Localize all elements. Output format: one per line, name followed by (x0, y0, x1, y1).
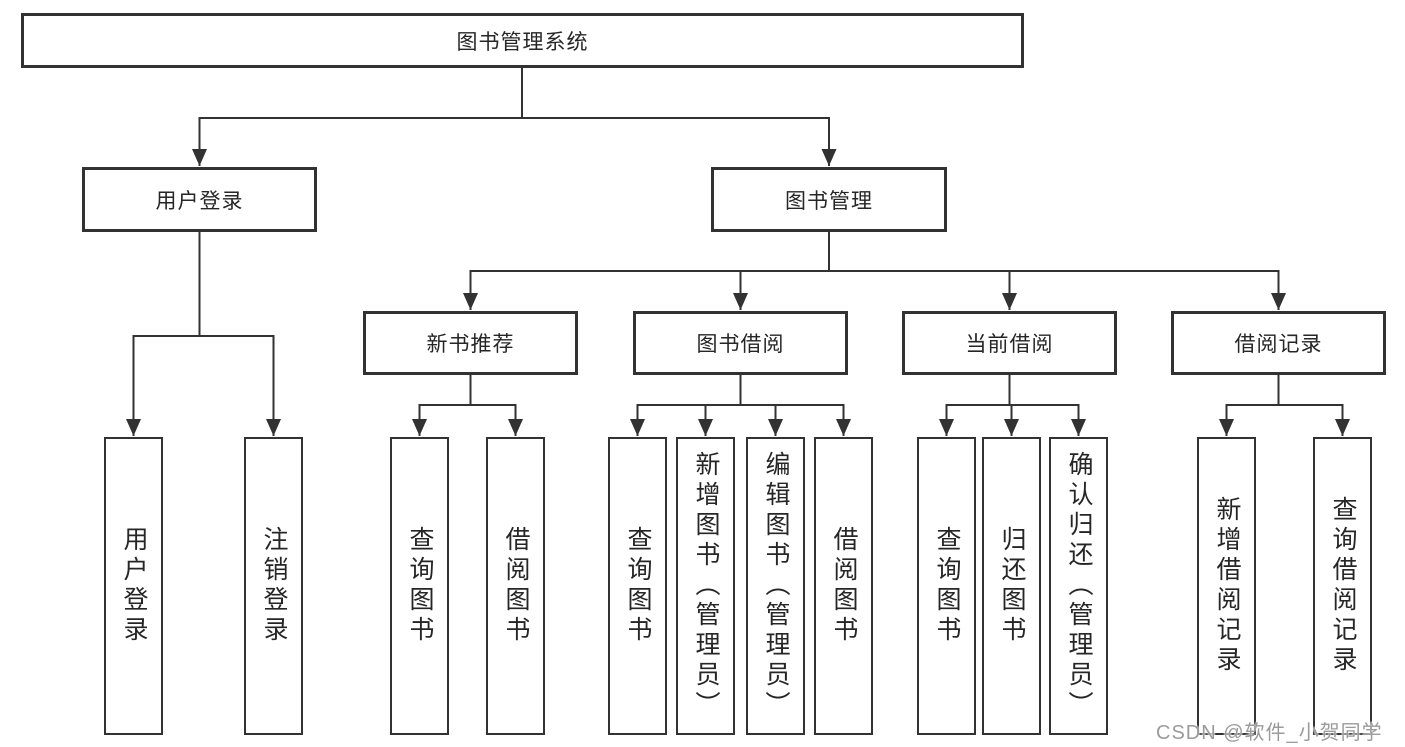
leaf-query-books-recommend: 查询图书 (390, 437, 449, 735)
leaf-query-books-current: 查询图书 (917, 437, 976, 735)
connector-new-book-rail (418, 375, 517, 406)
connector-book-mgmt-rail (469, 232, 1280, 272)
connector-user-login-rail (132, 232, 275, 337)
node-label: 图书管理系统 (456, 30, 589, 54)
leaf-query-borrow-record: 查询借阅记录 (1313, 437, 1372, 735)
node-borrow-records: 借阅记录 (1171, 311, 1386, 375)
node-label: 当前借阅 (965, 333, 1054, 356)
node-book-management: 图书管理 (711, 167, 947, 232)
leaf-logout: 注销登录 (244, 437, 303, 735)
node-label: 查询图书 (933, 526, 961, 646)
node-label: 查询图书 (406, 526, 434, 646)
node-label: 用户登录 (120, 526, 148, 646)
node-label: 借阅图书 (502, 526, 530, 646)
connector-book-borrow-rail (636, 375, 845, 406)
node-label: 确认归还（管理员） (1065, 451, 1093, 721)
node-label: 编辑图书（管理员） (762, 451, 790, 721)
connector-current-borrow-rail (945, 375, 1080, 406)
node-label: 用户登录 (155, 189, 244, 213)
leaf-user-login: 用户登录 (104, 437, 163, 735)
leaf-borrow-books: 借阅图书 (814, 437, 873, 735)
connector-borrow-records-rail (1225, 375, 1344, 406)
leaf-edit-books-admin: 编辑图书（管理员） (746, 437, 805, 735)
node-label: 借阅图书 (830, 526, 858, 646)
node-current-borrow: 当前借阅 (902, 311, 1117, 375)
watermark-text: CSDN @软件_小贺同学 (1156, 722, 1383, 744)
node-label: 图书借阅 (696, 333, 785, 356)
leaf-add-borrow-record: 新增借阅记录 (1197, 437, 1256, 735)
node-user-login: 用户登录 (82, 167, 317, 232)
leaf-confirm-return-admin: 确认归还（管理员） (1049, 437, 1108, 735)
node-label: 图书管理 (785, 189, 873, 213)
node-label: 新书推荐 (426, 333, 515, 356)
leaf-return-books: 归还图书 (982, 437, 1041, 735)
leaf-borrow-books-recommend: 借阅图书 (486, 437, 545, 735)
node-book-borrow: 图书借阅 (633, 311, 848, 375)
node-new-book-recommend: 新书推荐 (363, 311, 578, 375)
node-label: 新增图书（管理员） (692, 451, 720, 721)
node-label: 借阅记录 (1234, 333, 1323, 356)
node-label: 新增借阅记录 (1213, 496, 1241, 676)
node-library-management-system: 图书管理系统 (21, 13, 1024, 68)
leaf-query-books-borrow: 查询图书 (608, 437, 667, 735)
node-label: 查询借阅记录 (1329, 496, 1357, 676)
node-label: 归还图书 (998, 526, 1026, 646)
leaf-add-books-admin: 新增图书（管理员） (676, 437, 735, 735)
connector-root-rail (198, 68, 830, 119)
node-label: 查询图书 (624, 526, 652, 646)
node-label: 注销登录 (260, 526, 288, 646)
